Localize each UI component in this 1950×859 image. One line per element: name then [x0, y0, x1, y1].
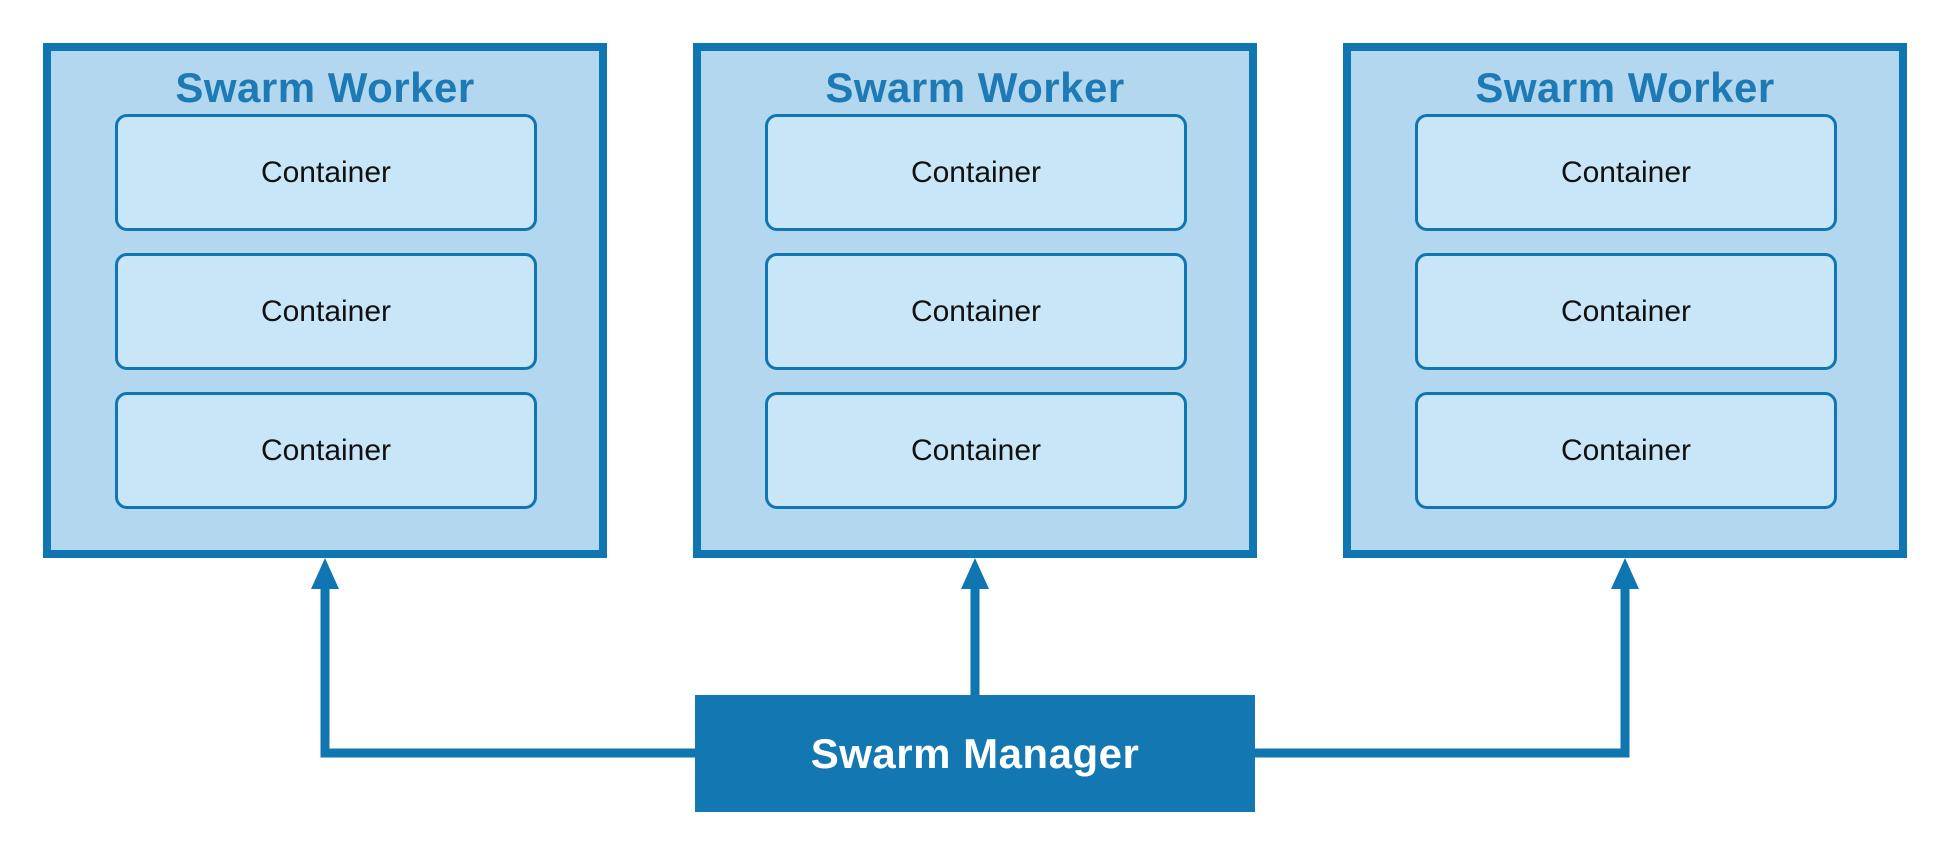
container-box: Container [765, 392, 1187, 509]
container-box: Container [1415, 392, 1837, 509]
container-box: Container [115, 114, 537, 231]
swarm-worker-1-containers: Container Container Container [115, 114, 537, 531]
swarm-worker-3-containers: Container Container Container [1415, 114, 1837, 531]
swarm-manager: Swarm Manager [695, 695, 1255, 812]
swarm-worker-2: Swarm Worker Container Container Contain… [693, 43, 1257, 558]
arrowhead-worker-3 [1611, 558, 1639, 589]
container-box: Container [115, 253, 537, 370]
swarm-worker-2-title: Swarm Worker [825, 64, 1125, 111]
container-box: Container [765, 114, 1187, 231]
arrow-manager-to-worker-1 [320, 586, 695, 758]
container-box: Container [115, 392, 537, 509]
arrowhead-worker-1 [311, 558, 339, 589]
swarm-worker-2-containers: Container Container Container [765, 114, 1187, 531]
arrowhead-worker-2 [961, 558, 989, 589]
swarm-worker-3-title: Swarm Worker [1475, 64, 1775, 111]
container-box: Container [765, 253, 1187, 370]
container-box: Container [1415, 114, 1837, 231]
swarm-worker-3: Swarm Worker Container Container Contain… [1343, 43, 1907, 558]
swarm-worker-1: Swarm Worker Container Container Contain… [43, 43, 607, 558]
arrow-manager-to-worker-3 [1255, 586, 1630, 758]
swarm-worker-1-title: Swarm Worker [175, 64, 475, 111]
container-box: Container [1415, 253, 1837, 370]
